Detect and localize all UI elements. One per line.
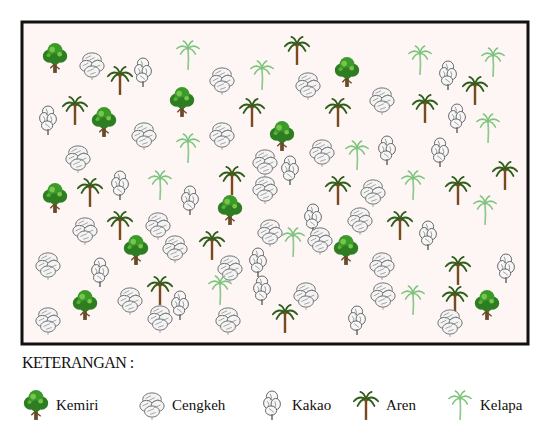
legend-item: Aren (352, 390, 416, 420)
legend-icon (446, 390, 474, 420)
legend-text: Aren (386, 397, 416, 414)
legend-icon (258, 390, 286, 420)
legend-item: Kemiri (22, 390, 99, 420)
legend-text: Kemiri (56, 397, 99, 414)
tree-icons (36, 37, 517, 337)
legend-item: Kelapa (446, 390, 522, 420)
legend-item: Kakao (258, 390, 331, 420)
field-border (22, 22, 528, 344)
legend-icon (22, 390, 50, 420)
legend-text: Cengkeh (172, 397, 225, 414)
legend-text: Kakao (292, 397, 331, 414)
legend-icon (352, 390, 380, 420)
legend-icon (138, 390, 166, 420)
legend-heading: KETERANGAN : (22, 354, 134, 372)
legend-item: Cengkeh (138, 390, 225, 420)
legend-heading-box: KETERANGAN : (22, 354, 134, 372)
legend-text: Kelapa (480, 397, 522, 414)
